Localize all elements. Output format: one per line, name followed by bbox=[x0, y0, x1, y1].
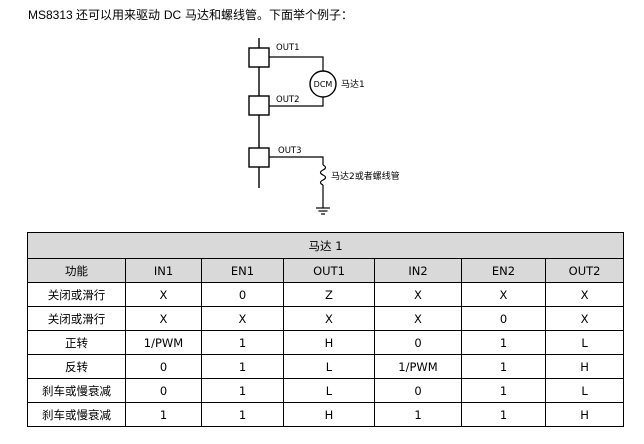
table-cell: L bbox=[283, 354, 375, 379]
table-cell: 1 bbox=[201, 402, 284, 427]
driver-box-out2 bbox=[248, 95, 270, 116]
chip-name: MS8313 bbox=[28, 8, 77, 22]
table-cell: 1 bbox=[461, 330, 546, 355]
intro-paragraph: MS8313 还可以用来驱动 DC 马达和螺线管。下面举个例子： bbox=[28, 6, 353, 23]
dc-motor-icon bbox=[309, 70, 337, 98]
motor1-wire-top bbox=[269, 56, 324, 71]
table-cell: 1 bbox=[201, 354, 284, 379]
table-title: 马达 1 bbox=[26, 232, 625, 259]
table-cell: 1 bbox=[125, 402, 202, 427]
table-cell: X bbox=[544, 282, 625, 307]
header-cell: EN2 bbox=[461, 258, 546, 283]
header-cell: 功能 bbox=[27, 258, 126, 283]
header-cell: IN2 bbox=[374, 258, 462, 283]
intro-text-b: 马达和螺线管。下面举个例子： bbox=[181, 8, 354, 22]
motor1-wire-bottom bbox=[269, 97, 324, 107]
table-cell: X bbox=[125, 306, 202, 331]
ground-icon bbox=[316, 207, 330, 215]
out3-label: OUT3 bbox=[278, 146, 302, 156]
header-cell: IN1 bbox=[125, 258, 202, 283]
intro-dc: DC bbox=[163, 8, 182, 22]
table-row: 关闭或滑行 X 0 Z X X X bbox=[27, 282, 625, 307]
table-cell: X bbox=[461, 282, 546, 307]
table-cell: 1/PWM bbox=[374, 354, 462, 379]
table-cell: 1 bbox=[461, 378, 546, 403]
table-cell: X bbox=[374, 306, 462, 331]
table-cell: H bbox=[544, 354, 625, 379]
out2-label: OUT2 bbox=[276, 95, 300, 105]
table-header-row: 功能 IN1 EN1 OUT1 IN2 EN2 OUT2 bbox=[27, 258, 625, 283]
table-cell: 0 bbox=[374, 378, 462, 403]
table-cell: 1 bbox=[201, 330, 284, 355]
table-row: 刹车或慢衰减 0 1 L 0 1 L bbox=[27, 378, 625, 403]
table-cell: 1 bbox=[374, 402, 462, 427]
table-cell: 0 bbox=[125, 354, 202, 379]
driver-box-out3 bbox=[248, 147, 270, 168]
driver-box-out1 bbox=[248, 47, 270, 68]
table-row: 刹车或慢衰减 1 1 H 1 1 H bbox=[27, 402, 625, 427]
table-cell: L bbox=[544, 378, 625, 403]
table-cell: 刹车或慢衰减 bbox=[27, 378, 126, 403]
table-cell: 反转 bbox=[27, 354, 126, 379]
table-row: 反转 0 1 L 1/PWM 1 H bbox=[27, 354, 625, 379]
table-cell: Z bbox=[283, 282, 375, 307]
table-cell: 关闭或滑行 bbox=[27, 306, 126, 331]
solenoid-coil-icon bbox=[319, 164, 327, 186]
table-cell: H bbox=[544, 402, 625, 427]
table-title-row: 马达 1 bbox=[26, 232, 625, 259]
truth-table: 马达 1 功能 IN1 EN1 OUT1 IN2 EN2 OUT2 关闭或滑行 … bbox=[26, 232, 625, 427]
table-cell: 0 bbox=[374, 330, 462, 355]
table-cell: X bbox=[125, 282, 202, 307]
table-cell: 0 bbox=[125, 378, 202, 403]
table-cell: 关闭或滑行 bbox=[27, 282, 126, 307]
table-cell: X bbox=[283, 306, 375, 331]
solenoid-wire-top bbox=[269, 156, 324, 165]
table-row: 正转 1/PWM 1 H 0 1 L bbox=[27, 330, 625, 355]
motor1-label: 马达1 bbox=[341, 78, 365, 90]
table-cell: X bbox=[201, 306, 284, 331]
dcm-label: DCM bbox=[314, 80, 333, 89]
table-row: 关闭或滑行 X X X X 0 X bbox=[27, 306, 625, 331]
table-cell: H bbox=[283, 402, 375, 427]
table-cell: 1 bbox=[461, 402, 546, 427]
header-cell: OUT1 bbox=[283, 258, 375, 283]
table-cell: 1 bbox=[201, 378, 284, 403]
table-cell: 正转 bbox=[27, 330, 126, 355]
table-cell: 刹车或慢衰减 bbox=[27, 402, 126, 427]
table-cell: 1 bbox=[461, 354, 546, 379]
circuit-diagram: OUT1 OUT2 OUT3 DCM 马达1 马达2或者螺线管 bbox=[248, 38, 400, 215]
table-cell: 0 bbox=[201, 282, 284, 307]
table-cell: X bbox=[374, 282, 462, 307]
table-cell: 0 bbox=[461, 306, 546, 331]
out1-label: OUT1 bbox=[276, 43, 300, 53]
motor2-label: 马达2或者螺线管 bbox=[331, 170, 400, 182]
table-cell: H bbox=[283, 330, 375, 355]
header-cell: EN1 bbox=[201, 258, 284, 283]
table-cell: L bbox=[283, 378, 375, 403]
table-cell: 1/PWM bbox=[125, 330, 202, 355]
table-cell: L bbox=[544, 330, 625, 355]
intro-text-a: 还可以用来驱动 bbox=[76, 8, 164, 22]
table-cell: X bbox=[544, 306, 625, 331]
header-cell: OUT2 bbox=[544, 258, 625, 283]
